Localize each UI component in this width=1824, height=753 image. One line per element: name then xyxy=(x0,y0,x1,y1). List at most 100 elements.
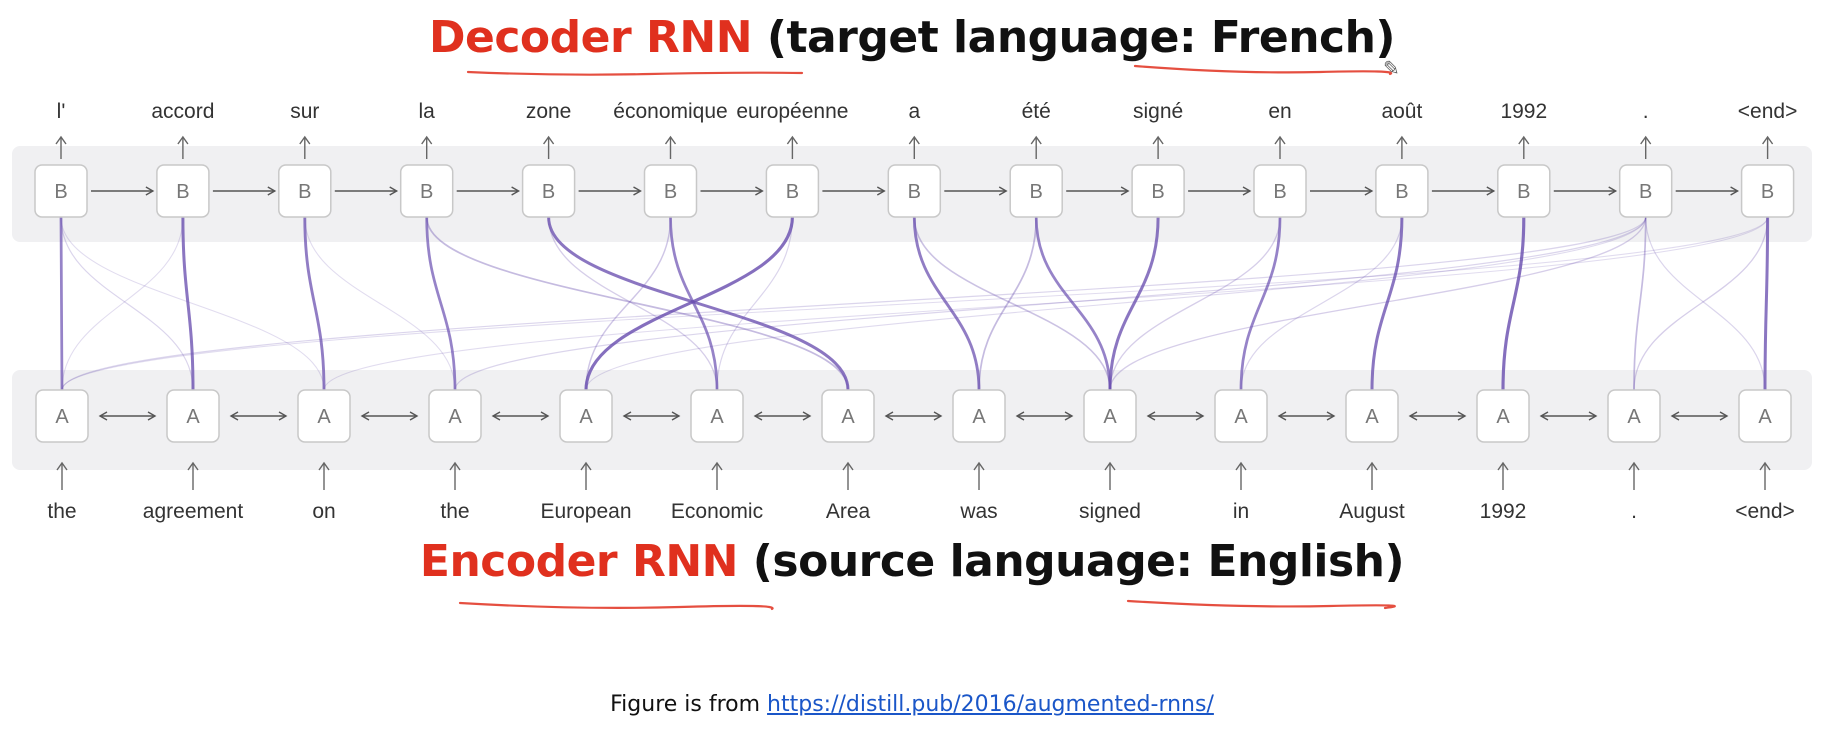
attention-link xyxy=(1034,215,1112,392)
decoder-word: accord xyxy=(151,100,214,123)
decoder-cell xyxy=(1375,164,1429,218)
encoder-arrowhead-right xyxy=(147,411,157,421)
decoder-arrowhead xyxy=(1608,186,1618,196)
encoder-cell-label: A xyxy=(841,406,855,428)
decoder-word: économique xyxy=(613,100,727,123)
encoder-input-arrowhead xyxy=(449,461,461,471)
decoder-arrowhead xyxy=(267,186,277,196)
decoder-cell-label: B xyxy=(1273,181,1286,203)
figure-caption: Figure is from https://distill.pub/2016/… xyxy=(0,692,1824,717)
decoder-output-arrowhead xyxy=(1396,135,1408,145)
encoder-cell xyxy=(1214,389,1268,443)
attention-link xyxy=(60,216,325,391)
attention-link xyxy=(1763,215,1770,392)
decoder-cell-label: B xyxy=(908,181,921,203)
encoder-arrowhead-left xyxy=(229,411,239,421)
encoder-arrowhead-left xyxy=(1015,411,1025,421)
attention-link xyxy=(454,216,1647,391)
decoder-cell-label: B xyxy=(1639,181,1652,203)
decoder-cell-label: B xyxy=(1151,181,1164,203)
encoder-cell-label: A xyxy=(972,406,986,428)
encoder-arrowhead-left xyxy=(491,411,501,421)
decoder-cell-label: B xyxy=(664,181,677,203)
decoder-arrowhead xyxy=(876,186,886,196)
attention-link xyxy=(181,215,195,392)
attention-link xyxy=(585,216,672,391)
encoder-word: August xyxy=(1339,500,1405,523)
encoder-input-arrowhead xyxy=(1104,461,1116,471)
encoder-arrowhead-right xyxy=(1064,411,1074,421)
decoder-output-arrowhead xyxy=(908,135,920,145)
decoder-word: été xyxy=(1022,100,1051,123)
encoder-arrowhead-right xyxy=(1588,411,1598,421)
decoder-cell-label: B xyxy=(1395,181,1408,203)
encoder-input-arrowhead xyxy=(187,461,199,471)
decoder-output-arrowhead xyxy=(55,135,67,145)
attention-link xyxy=(669,215,719,392)
encoder-arrowhead-right xyxy=(1326,411,1336,421)
attention-link xyxy=(978,216,1038,391)
encoder-input-arrowhead xyxy=(1366,461,1378,471)
decoder-cell xyxy=(765,164,820,218)
caption-text: Figure is from xyxy=(610,692,768,717)
encoder-arrowhead-right xyxy=(409,411,419,421)
encoder-input-arrowhead xyxy=(842,461,854,471)
encoder-arrowhead-right xyxy=(933,411,943,421)
decoder-cell xyxy=(156,164,210,218)
encoder-arrowhead-left xyxy=(1539,411,1549,421)
encoder-arrowhead-left xyxy=(884,411,894,421)
decoder-cell-label: B xyxy=(542,181,555,203)
decoder-output-arrowhead xyxy=(1762,135,1774,145)
decoder-cell xyxy=(1009,164,1063,218)
encoder-input-arrowhead xyxy=(1497,461,1509,471)
decoder-cell-label: B xyxy=(786,181,799,203)
encoder-cell xyxy=(297,389,351,443)
decoder-output-arrowhead xyxy=(1518,135,1530,145)
decoder-title-main: Decoder RNN xyxy=(428,12,753,63)
encoder-input-arrowhead xyxy=(973,461,985,471)
encoder-arrowhead-left xyxy=(622,411,632,421)
decoder-output-arrowhead xyxy=(786,135,798,145)
encoder-cell-label: A xyxy=(1103,406,1117,428)
attention-link xyxy=(1109,216,1647,391)
encoder-input-arrowhead xyxy=(580,461,592,471)
decoder-arrowhead xyxy=(1364,186,1374,196)
encoder-cell-label: A xyxy=(55,406,69,428)
decoder-output-arrowhead xyxy=(664,135,677,145)
encoder-cell-label: A xyxy=(710,406,724,428)
encoder-word: <end> xyxy=(1735,500,1795,523)
source-link[interactable]: https://distill.pub/2016/augmented-rnns/ xyxy=(767,692,1214,717)
decoder-arrowhead xyxy=(633,186,642,196)
encoder-band xyxy=(12,370,1812,470)
encoder-cell xyxy=(1607,389,1661,443)
decoder-arrowhead xyxy=(1120,186,1130,196)
encoder-arrowhead-left xyxy=(360,411,370,421)
attention-link xyxy=(1633,216,1769,391)
encoder-input-arrowhead xyxy=(1235,461,1247,471)
decoder-cell xyxy=(1253,164,1307,218)
encoder-cell-label: A xyxy=(1627,406,1641,428)
encoder-input-arrowhead xyxy=(56,461,68,471)
encoder-cell xyxy=(690,389,744,443)
encoder-cell xyxy=(1345,389,1399,443)
decoder-word: a xyxy=(908,100,920,123)
decoder-word: signé xyxy=(1133,100,1183,123)
attention-link xyxy=(425,215,457,392)
encoder-arrowhead-right xyxy=(802,411,812,421)
decoder-output-arrowhead xyxy=(1030,135,1042,145)
encoder-word: in xyxy=(1233,500,1249,523)
encoder-word: Area xyxy=(826,500,871,523)
decoder-output-arrowhead xyxy=(299,135,311,145)
encoder-word: the xyxy=(47,500,76,523)
decoder-cell xyxy=(1618,164,1673,218)
encoder-word: 1992 xyxy=(1480,500,1527,523)
attention-link xyxy=(60,216,194,391)
decoder-word: en xyxy=(1268,100,1291,123)
encoder-arrowhead-right xyxy=(540,411,550,421)
encoder-cell xyxy=(35,389,89,443)
underline-encoder-rnn xyxy=(458,601,774,611)
encoder-word: on xyxy=(312,500,335,523)
attention-link xyxy=(425,216,849,391)
encoder-arrowhead-left xyxy=(1670,411,1680,421)
encoder-input-arrowhead xyxy=(1628,461,1640,471)
